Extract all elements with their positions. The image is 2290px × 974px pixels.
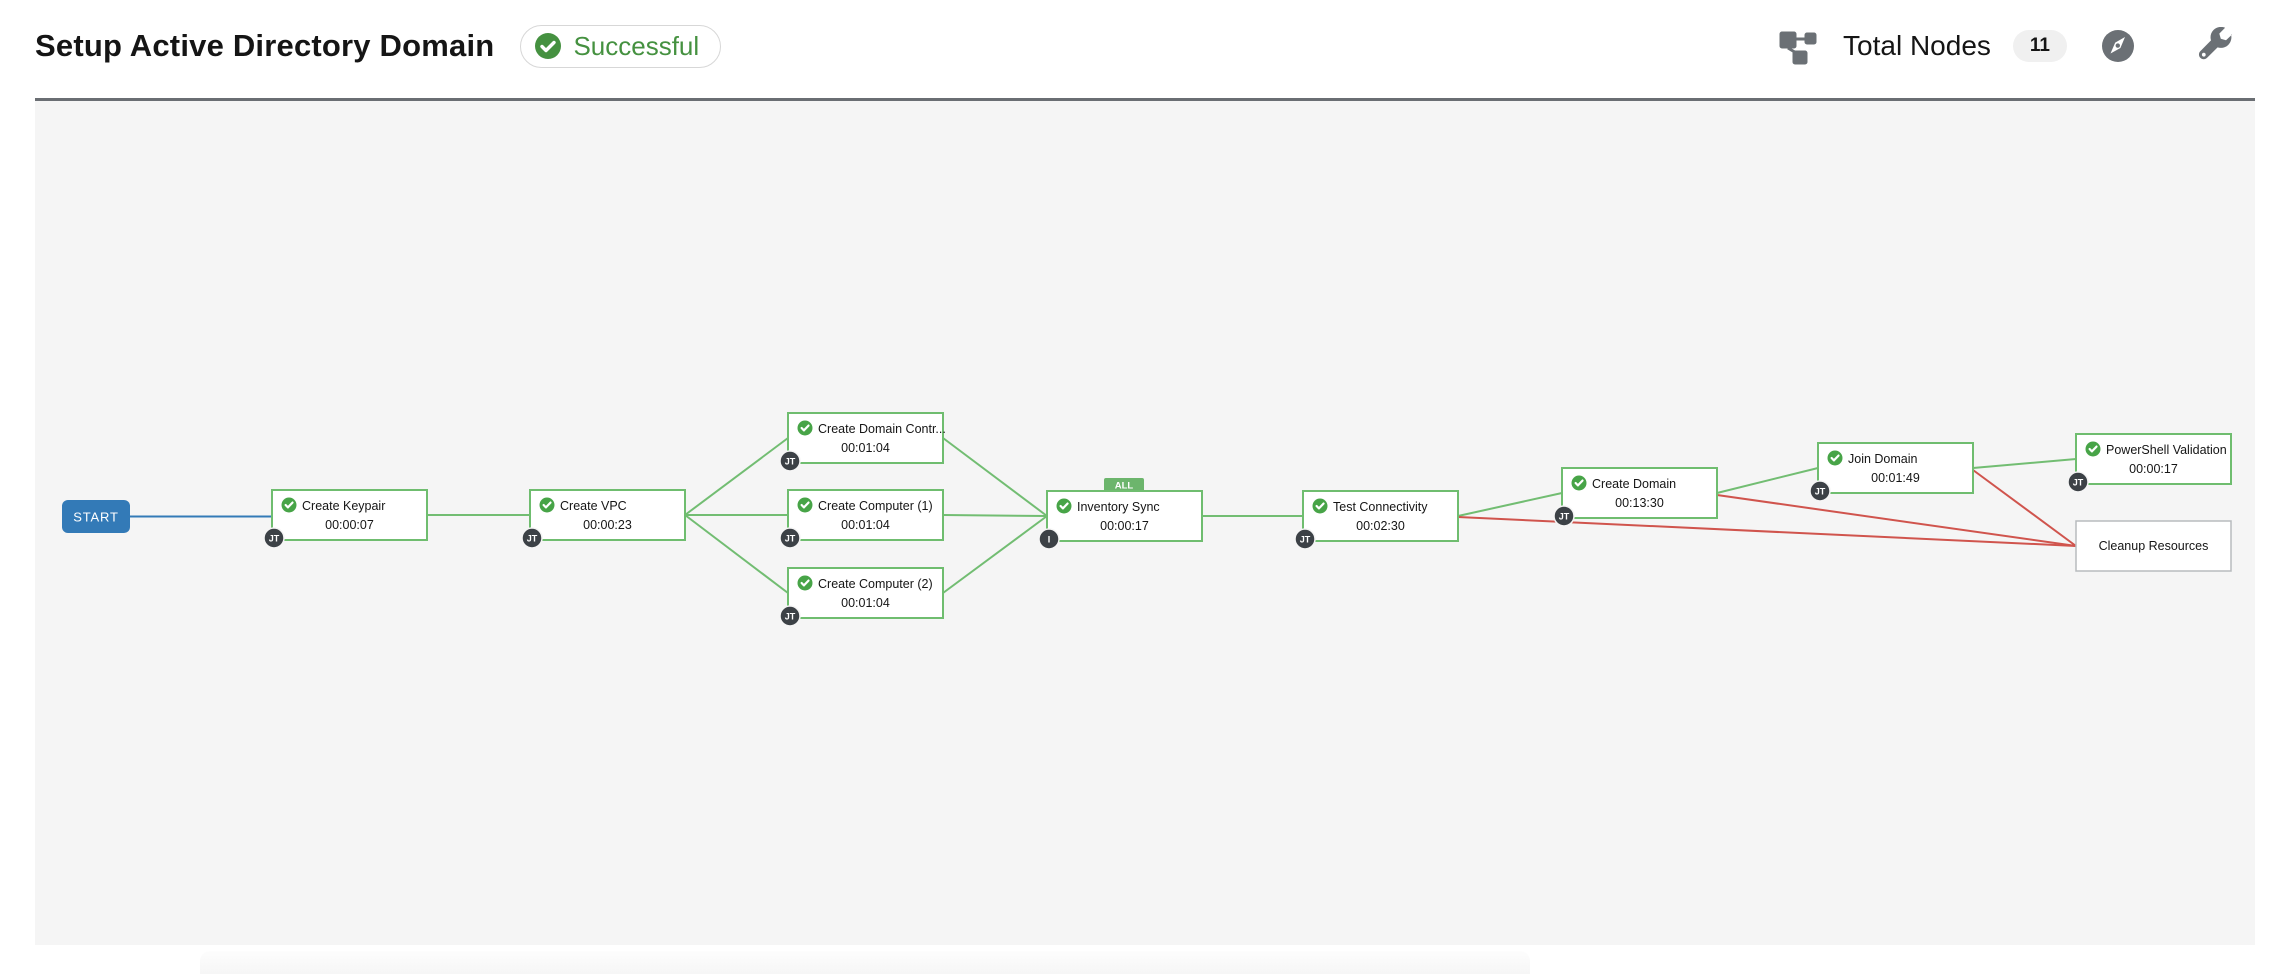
workflow-edges [130,437,2077,594]
node-elapsed: 00:01:04 [841,596,890,610]
tools-button[interactable] [2197,27,2235,65]
below-fold-panel-edge [200,951,1530,974]
workflow-node-create-domain-controller[interactable]: Create Domain Contr... 00:01:04 JT [779,412,946,472]
edge-createdomain-joindomain [1716,467,1819,494]
check-circle-icon [1056,498,1072,514]
check-circle-icon [1312,498,1328,514]
svg-text:I: I [1048,535,1051,545]
workflow-node-create-computer-1[interactable]: Create Computer (1) 00:01:04 JT [779,489,944,549]
total-nodes-count: 11 [2012,30,2067,62]
node-type-badge: JT [779,605,801,627]
node-label: Join Domain [1848,452,1918,466]
edge-failure-createdomain-cleanup [1716,494,2077,547]
workflow-graph: START Create Keypair 00:00:07 JT Create … [62,412,2232,627]
node-label: Create Computer (2) [818,577,933,591]
svg-text:JT: JT [1300,535,1311,545]
header-divider [35,98,2255,101]
svg-text:JT: JT [1559,512,1570,522]
svg-text:JT: JT [2073,478,2084,488]
workflow-node-join-domain[interactable]: Join Domain 00:01:49 JT [1809,442,1974,502]
node-elapsed: 00:13:30 [1615,496,1664,510]
node-elapsed: 00:00:23 [583,518,632,532]
svg-text:JT: JT [269,534,280,544]
workflow-node-test-connectivity[interactable]: Test Connectivity 00:02:30 JT [1294,490,1459,550]
edge-computer2-inventorysync [942,515,1048,594]
node-label: Create Keypair [302,499,385,513]
check-circle-icon [539,497,555,513]
svg-text:JT: JT [785,534,796,544]
svg-text:JT: JT [527,534,538,544]
node-type-badge: JT [2067,471,2089,493]
all-convergence-badge [1104,478,1144,492]
workflow-canvas[interactable]: START Create Keypair 00:00:07 JT Create … [35,101,2255,945]
node-elapsed: 00:00:17 [2129,462,2178,476]
node-elapsed: 00:00:07 [325,518,374,532]
workflow-node-create-domain[interactable]: Create Domain 00:13:30 JT [1553,467,1718,527]
node-type-badge: JT [263,527,285,549]
header-bar: Setup Active Directory Domain Successful… [0,0,2290,98]
edge-testconnectivity-createdomain [1457,492,1563,517]
workflow-node-create-computer-2[interactable]: Create Computer (2) 00:01:04 JT [779,567,944,627]
header-right-toolbar: Total Nodes 11 [1777,27,2235,65]
start-node: START [62,500,130,533]
workflow-node-inventory-sync[interactable]: ALL Inventory Sync 00:00:17 I [1038,478,1203,550]
node-type-badge: JT [1809,480,1831,502]
node-elapsed: 00:02:30 [1356,519,1405,533]
node-label: Create VPC [560,499,627,513]
node-type-badge: I [1038,528,1060,550]
node-label: Create Domain [1592,477,1676,491]
start-label: START [73,510,118,525]
wrench-icon [2197,27,2235,65]
node-elapsed: 00:00:17 [1100,519,1149,533]
node-type-badge: JT [1553,505,1575,527]
node-elapsed: 00:01:04 [841,518,890,532]
edge-domaincontroller-inventorysync [942,437,1048,517]
compass-icon [2101,29,2135,63]
node-label: PowerShell Validation [2106,443,2227,457]
node-elapsed: 00:01:49 [1871,471,1920,485]
topology-icon [1777,27,1817,65]
edge-computer1-inventorysync [942,514,1048,517]
check-circle-icon [281,497,297,513]
workflow-node-create-keypair[interactable]: Create Keypair 00:00:07 JT [263,489,428,549]
node-label: Create Domain Contr... [818,422,946,436]
check-circle-icon [534,32,562,60]
edge-failure-testconnectivity-cleanup [1457,516,2077,547]
check-circle-icon [797,497,813,513]
workflow-node-create-vpc[interactable]: Create VPC 00:00:23 JT [521,489,686,549]
check-circle-icon [1571,475,1587,491]
node-type-badge: JT [1294,528,1316,550]
check-circle-icon [1827,450,1843,466]
node-label: Cleanup Resources [2099,539,2209,553]
svg-text:JT: JT [785,612,796,622]
edge-vpc-domaincontroller [684,437,789,516]
svg-text:JT: JT [1815,487,1826,497]
total-nodes-label: Total Nodes [1843,30,1991,61]
status-badge: Successful [520,24,722,68]
workflow-node-cleanup-resources[interactable]: Cleanup Resources [2075,520,2232,572]
workflow-node-powershell-validation[interactable]: PowerShell Validation 00:00:17 JT [2067,433,2232,493]
legend-button[interactable] [2101,29,2135,63]
node-label: Test Connectivity [1333,500,1428,514]
node-label: Create Computer (1) [818,499,933,513]
node-elapsed: 00:01:04 [841,441,890,455]
all-badge-label: ALL [1115,481,1134,492]
node-type-badge: JT [779,450,801,472]
status-label: Successful [573,30,700,61]
edge-joindomain-powershell [1972,458,2077,469]
page-title: Setup Active Directory Domain [35,28,495,63]
check-circle-icon [797,575,813,591]
check-circle-icon [797,420,813,436]
node-label: Inventory Sync [1077,500,1160,514]
node-type-badge: JT [521,527,543,549]
edge-failure-joindomain-cleanup [1972,469,2077,547]
check-circle-icon [2085,441,2101,457]
svg-text:JT: JT [785,457,796,467]
edge-vpc-computer2 [684,514,789,594]
node-type-badge: JT [779,527,801,549]
